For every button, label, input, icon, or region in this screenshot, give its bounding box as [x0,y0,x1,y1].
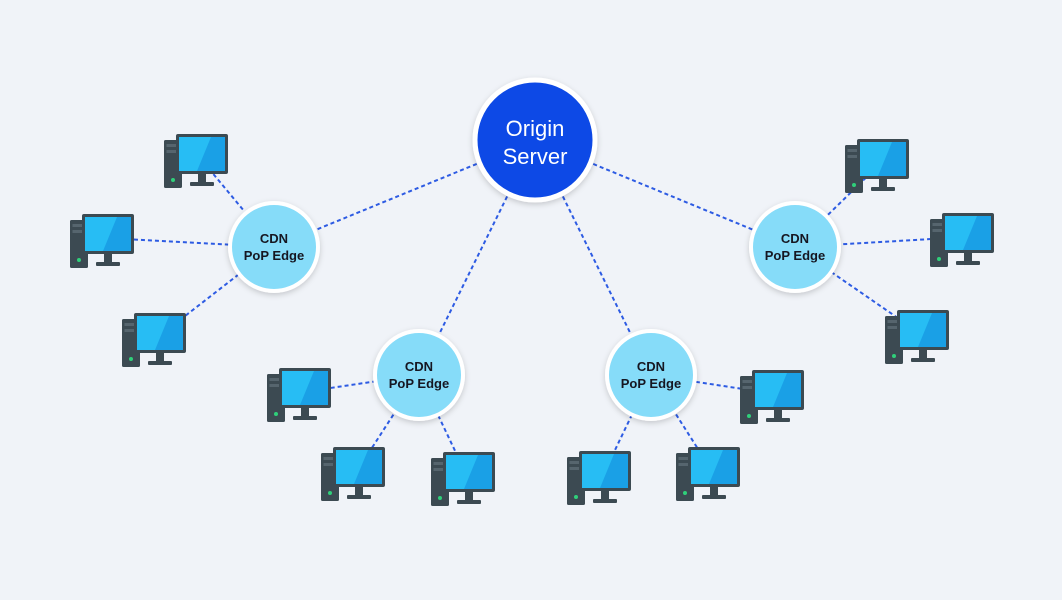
cdn-edge-nodes: CDN PoP Edge CDN PoP Edge CDN PoP Edge C… [228,201,841,421]
desktop-computer-icon [267,368,331,422]
desktop-computer-icon [567,451,631,505]
cdn-pop-edge-right: CDN PoP Edge [749,201,841,293]
link-origin-to-right [534,139,796,248]
desktop-computer-icon [885,310,949,364]
origin-server-label-line2: Server [503,144,568,169]
desktop-computer-icon [321,447,385,501]
origin-server-node: Origin Server [472,77,598,203]
cdn-pop-edge-left-line1: CDN [260,231,288,246]
cdn-pop-edge-right-line1: CDN [781,231,809,246]
cdn-pop-edge-left-line2: PoP Edge [244,248,304,263]
desktop-computer-icon [431,452,495,506]
desktop-computer-icon [122,313,186,367]
link-center-left-to-computer-center-left-side [302,374,420,393]
desktop-computer-icon [70,214,134,268]
cdn-pop-edge-left: CDN PoP Edge [228,201,320,293]
desktop-computer-icon [676,447,740,501]
cdn-pop-edge-center-right-line1: CDN [637,359,665,374]
link-center-left-to-computer-center-left-bottom-a [356,374,420,472]
cdn-pop-edge-center-right-line2: PoP Edge [621,376,681,391]
desktop-computer-icon [845,139,909,193]
cdn-pop-edge-center-right: CDN PoP Edge [605,329,697,421]
desktop-computer-icon [740,370,804,424]
desktop-computer-icon [930,213,994,267]
cdn-pop-edge-center-left: CDN PoP Edge [373,329,465,421]
cdn-pop-edge-center-left-line2: PoP Edge [389,376,449,391]
link-left-to-computer-left-top [199,157,275,248]
cdn-pop-edge-center-left-line1: CDN [405,359,433,374]
link-origin-to-left [273,139,536,248]
cdn-pop-edge-right-line2: PoP Edge [765,248,825,263]
origin-server-label-line1: Origin [506,116,565,141]
